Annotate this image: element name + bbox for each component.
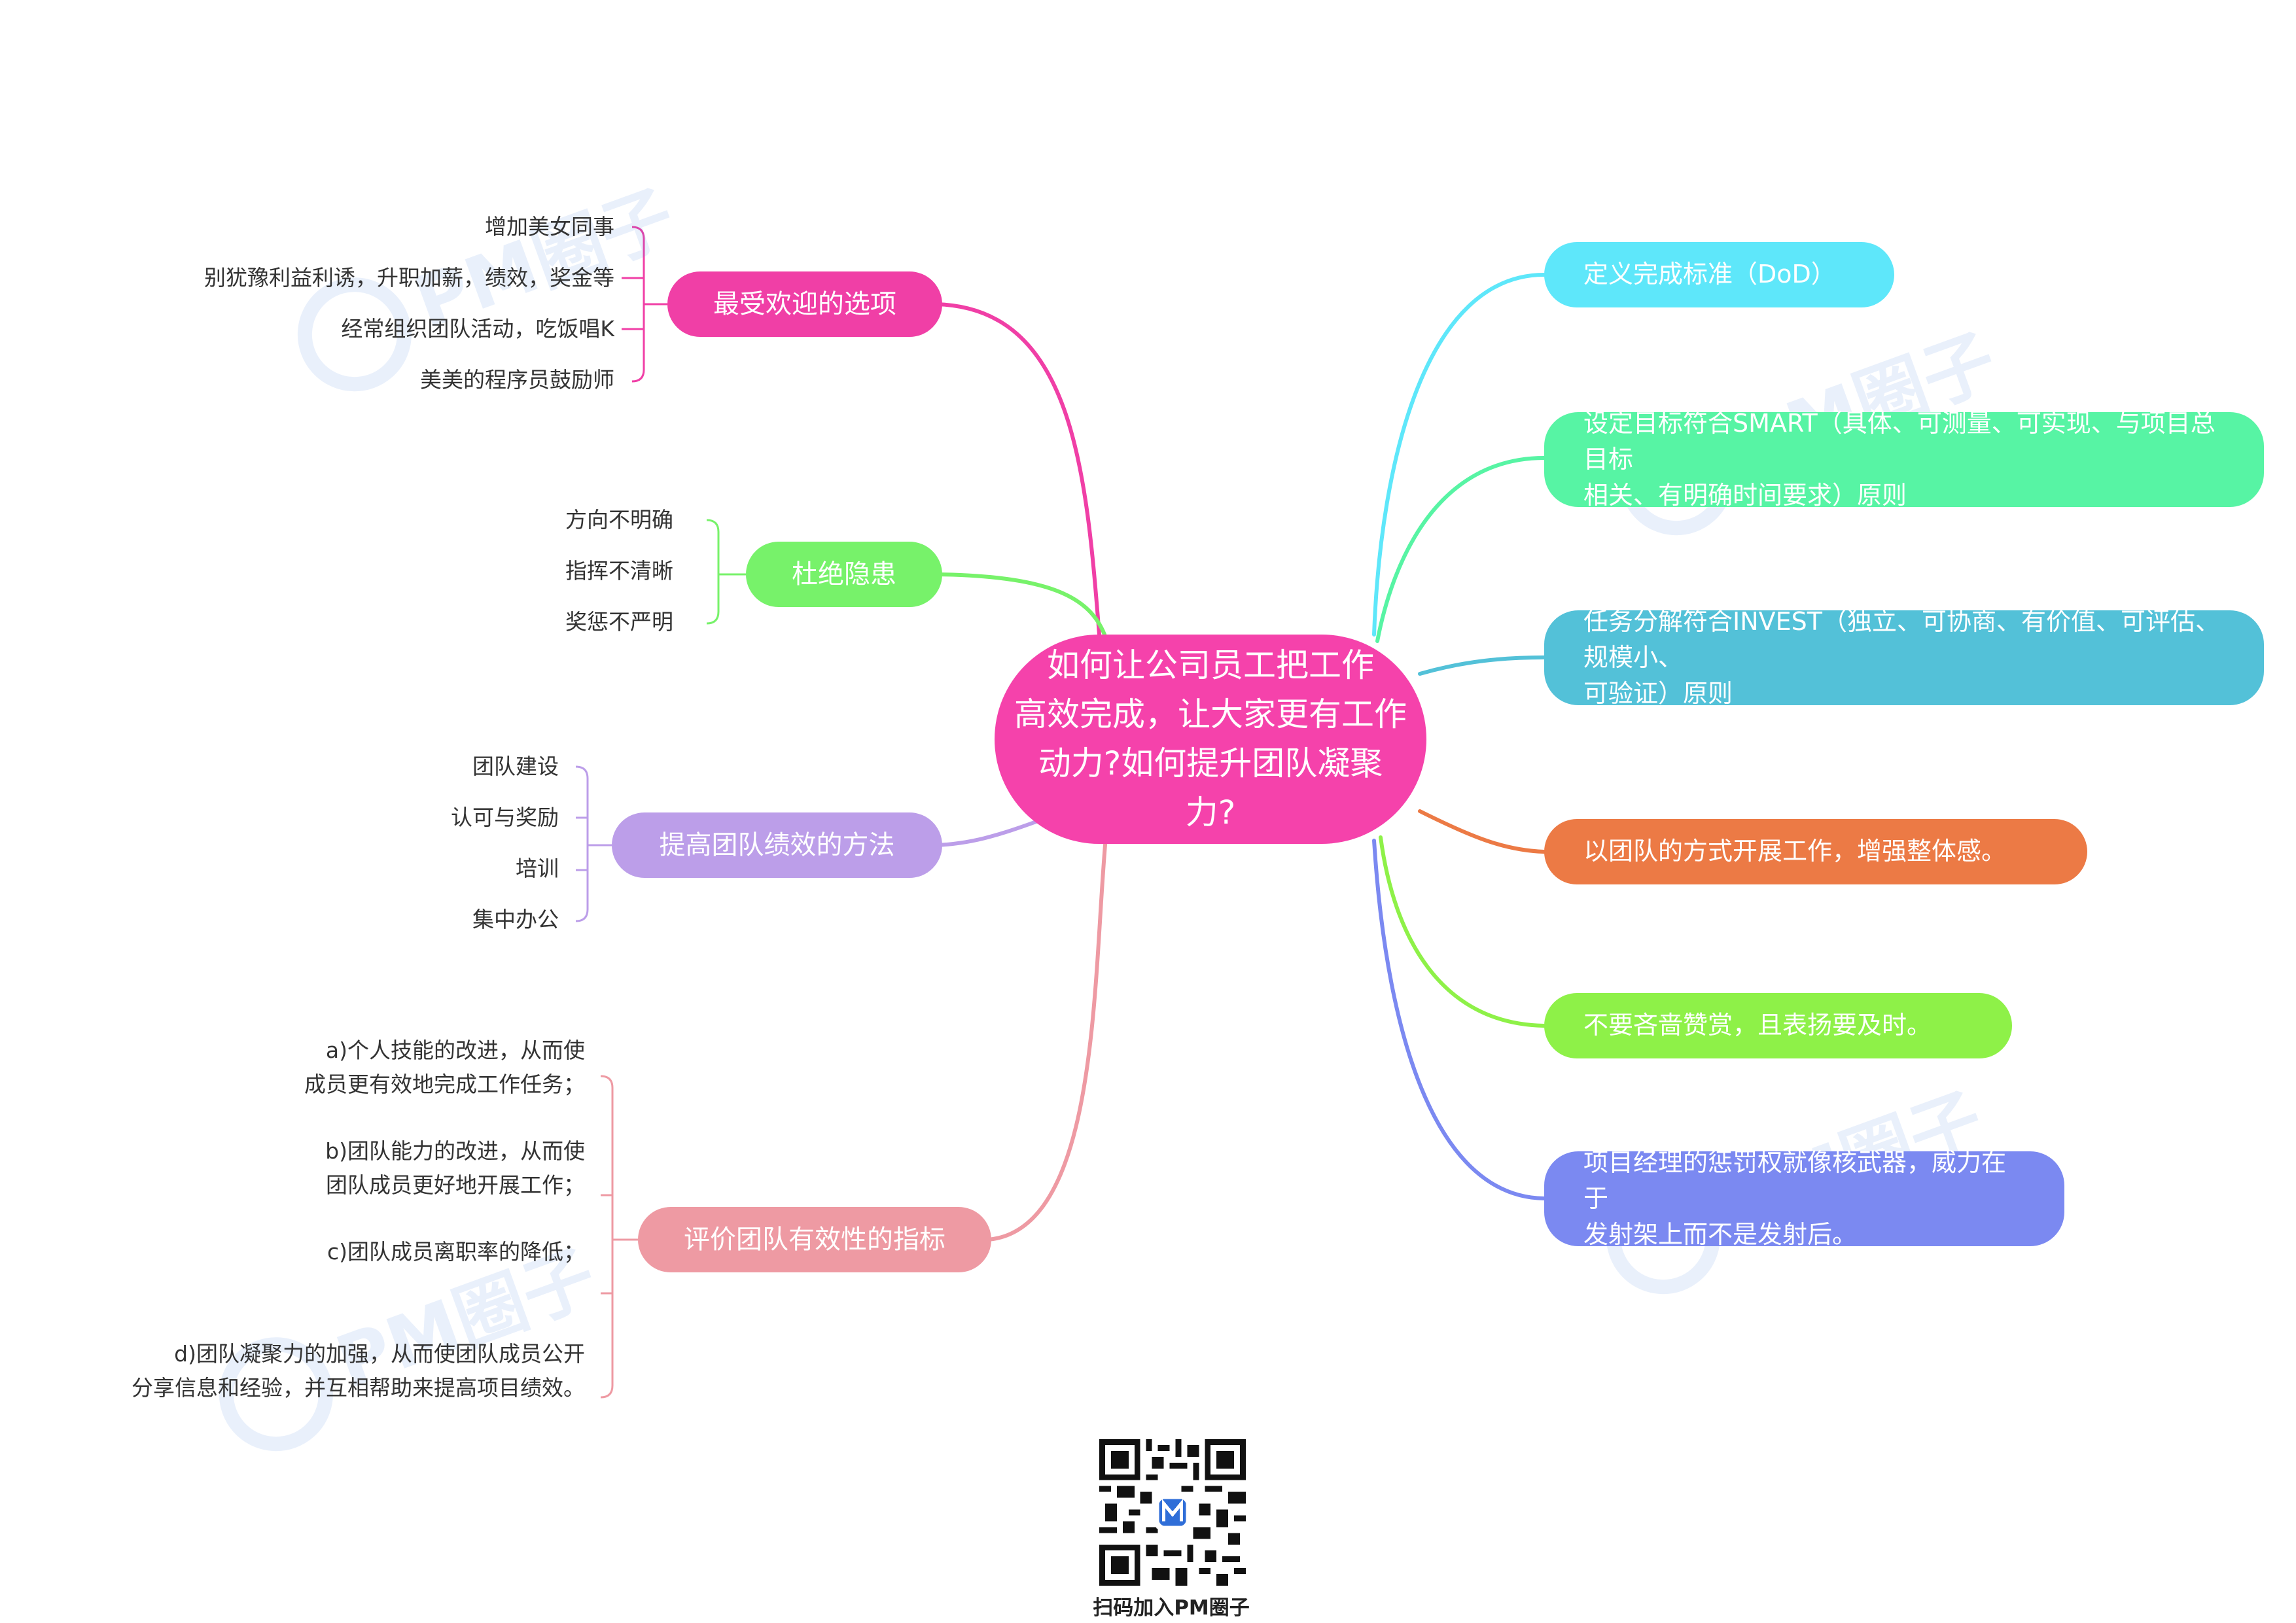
connector-left-1 xyxy=(934,302,1101,637)
branch-text: 定义完成标准（DoD） xyxy=(1583,260,1836,289)
leaf-item-a[interactable]: a)个人技能的改进，从而使 成员更有效地完成工作任务； xyxy=(304,1038,585,1097)
branch-effectiveness-indicators[interactable]: 评价团队有效性的指标 xyxy=(638,1207,991,1272)
connector-right-2 xyxy=(1375,456,1546,643)
leaf-list-effectiveness-indicators: a)个人技能的改进，从而使 成员更有效地完成工作任务； b)团队能力的改进，从而… xyxy=(132,1034,585,1405)
branch-text: 以团队的方式开展工作，增强整体感。 xyxy=(1583,837,2007,866)
connector-right-3 xyxy=(1418,655,1546,676)
connector-left-2 xyxy=(934,572,1108,640)
leaf-item[interactable]: 集中办公 xyxy=(472,907,559,932)
central-topic[interactable]: 如何让公司员工把工作 高效完成，让大家更有工作 动力?如何提升团队凝聚力? xyxy=(995,635,1426,844)
branch-text-line-2: 发射架上而不是发射后。 xyxy=(1583,1220,1858,1249)
branch-team-work[interactable]: 以团队的方式开展工作，增强整体感。 xyxy=(1544,819,2087,884)
connector-left-4 xyxy=(986,835,1108,1242)
branch-text-line-1: 项目经理的惩罚权就像核武器，威力在于 xyxy=(1583,1147,2007,1213)
branch-label: 评价团队有效性的指标 xyxy=(684,1225,945,1255)
bracket-branch-2 xyxy=(706,519,746,625)
leaf-item[interactable]: 认可与奖励 xyxy=(451,805,559,830)
branch-smart-goals[interactable]: 设定目标符合SMART（具体、可测量、可实现、与项目总目标 相关、有明确时间要求… xyxy=(1544,409,2264,510)
leaf-item[interactable]: 指挥不清晰 xyxy=(565,558,673,584)
branch-eliminate-risks[interactable]: 杜绝隐患 xyxy=(746,542,942,607)
qr-code-icon[interactable] xyxy=(1099,1439,1246,1586)
leaf-list-popular-options: 增加美女同事 别犹豫利益利诱，升职加薪，绩效，奖金等 经常组织团队活动，吃饭唱K… xyxy=(204,210,614,397)
central-topic-line-1: 如何让公司员工把工作 xyxy=(1047,646,1374,684)
branch-text-line-1: 设定目标符合SMART（具体、可测量、可实现、与项目总目标 xyxy=(1583,408,2216,474)
branch-text-line-1: 任务分解符合INVEST（独立、可协商、有价值、可评估、规模小、 xyxy=(1583,606,2220,672)
branch-label: 杜绝隐患 xyxy=(792,559,896,589)
leaf-item-d[interactable]: d)团队凝聚力的加强，从而使团队成员公开 分享信息和经验，并互相帮助来提高项目绩… xyxy=(132,1341,585,1401)
leaf-item[interactable]: 团队建设 xyxy=(472,754,559,779)
branch-text-line-2: 可验证）原则 xyxy=(1583,679,1733,708)
leaf-item[interactable]: 奖惩不严明 xyxy=(565,609,673,635)
leaf-item-b[interactable]: b)团队能力的改进，从而使 团队成员更好地开展工作； xyxy=(325,1138,585,1198)
branch-label: 提高团队绩效的方法 xyxy=(659,830,895,860)
leaf-item[interactable]: 培训 xyxy=(516,856,559,881)
connector-left-3 xyxy=(934,816,1049,847)
bracket-branch-4 xyxy=(600,1075,638,1399)
branch-invest-tasks[interactable]: 任务分解符合INVEST（独立、可协商、有价值、可评估、规模小、 可验证）原则 xyxy=(1544,607,2264,708)
branch-improve-performance[interactable]: 提高团队绩效的方法 xyxy=(612,812,942,878)
central-topic-line-3: 动力?如何提升团队凝聚力? xyxy=(1038,744,1383,831)
connector-right-6 xyxy=(1372,839,1546,1200)
central-topic-line-2: 高效完成，让大家更有工作 xyxy=(1014,695,1407,733)
leaf-list-improve-performance: 团队建设 认可与奖励 培训 集中办公 xyxy=(451,750,559,937)
branch-label: 最受欢迎的选项 xyxy=(713,289,896,319)
leaf-list-eliminate-risks: 方向不明确 指挥不清晰 奖惩不严明 xyxy=(565,503,673,639)
leaf-item[interactable]: 美美的程序员鼓励师 xyxy=(420,367,614,393)
connector-right-4 xyxy=(1418,809,1546,854)
connector-right-1 xyxy=(1372,273,1546,637)
leaf-item[interactable]: 经常组织团队活动，吃饭唱K xyxy=(341,316,614,341)
branch-popular-options[interactable]: 最受欢迎的选项 xyxy=(667,271,942,337)
bracket-branch-3 xyxy=(575,765,612,922)
branch-text-line-2: 相关、有明确时间要求）原则 xyxy=(1583,481,1907,510)
bracket-branch-1 xyxy=(622,226,667,383)
connector-right-5 xyxy=(1379,835,1546,1028)
leaf-item-c[interactable]: c)团队成员离职率的降低； xyxy=(327,1239,585,1265)
branch-punishment-power[interactable]: 项目经理的惩罚权就像核武器，威力在于 发射架上而不是发射后。 xyxy=(1544,1148,2064,1249)
branch-text: 不要吝啬赞赏，且表扬要及时。 xyxy=(1583,1011,1932,1040)
branch-timely-praise[interactable]: 不要吝啬赞赏，且表扬要及时。 xyxy=(1544,993,2012,1058)
qr-caption: 扫码加入PM圈子 xyxy=(1093,1596,1250,1620)
leaf-item[interactable]: 别犹豫利益利诱，升职加薪，绩效，奖金等 xyxy=(204,265,614,290)
branch-definition-of-done[interactable]: 定义完成标准（DoD） xyxy=(1544,242,1894,307)
leaf-item[interactable]: 增加美女同事 xyxy=(485,214,614,239)
leaf-item[interactable]: 方向不明确 xyxy=(565,507,673,532)
